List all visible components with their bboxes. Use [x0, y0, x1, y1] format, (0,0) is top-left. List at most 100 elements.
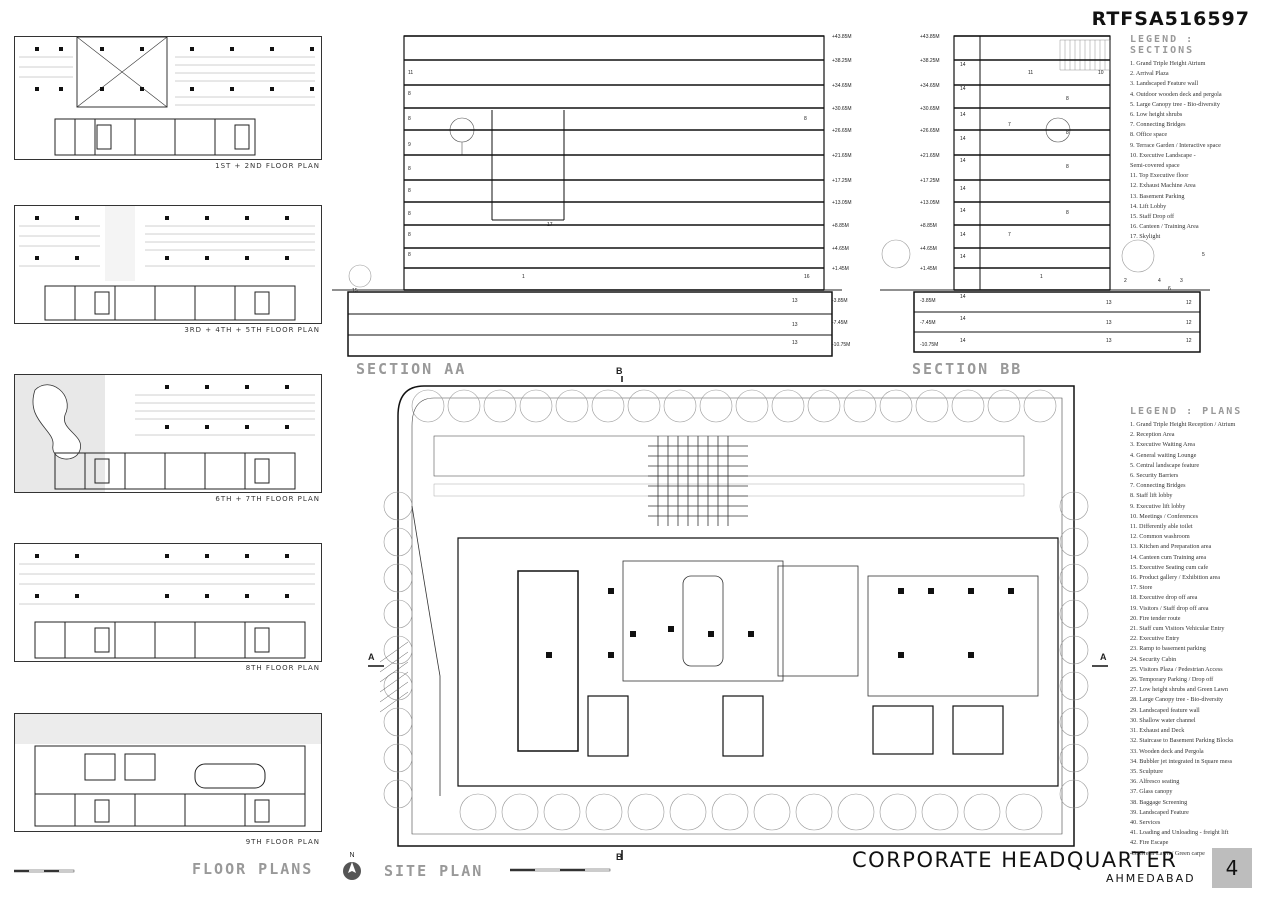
north-icon	[343, 862, 361, 880]
site-tree	[735, 389, 769, 423]
site-tree	[795, 793, 833, 831]
sheet-number: 4	[1212, 848, 1252, 888]
cut-b-top: B	[616, 366, 623, 376]
north-letter: N	[349, 852, 355, 859]
section-aa-level: +21.65M	[832, 153, 852, 159]
site-tree	[1059, 599, 1089, 629]
legend-sections-item: 1. Grand Triple Height Atrium	[1130, 60, 1206, 67]
legend-plans-item: 13. Kitchen and Preparation area	[1130, 543, 1212, 551]
legend-plans-item: 5. Central landscape feature	[1130, 461, 1200, 469]
legend-sections-item: 5. Large Canopy tree - Bio-diversity	[1130, 100, 1220, 108]
site-tree	[1059, 779, 1089, 809]
legend-plans-item: 34. Bubbler jet integrated in Square mes…	[1130, 757, 1233, 765]
section-bb-tag: 7	[1008, 122, 1011, 128]
section-bb-tag: 14	[960, 208, 966, 214]
floor-plan-9	[14, 713, 322, 832]
site-tree	[1059, 563, 1089, 593]
section-bb-tag: 4	[1158, 278, 1161, 284]
section-aa-tag: 13	[792, 322, 798, 328]
section-aa-tag: 8	[408, 252, 411, 258]
section-aa-tag: 15	[352, 288, 358, 294]
section-bb-tag: 12	[1186, 320, 1192, 326]
legend-plans-item: 27. Low height shrubs and Green Lawn	[1130, 686, 1229, 694]
section-aa-level: +43.85M	[832, 34, 852, 40]
section-aa-tag: 8	[408, 211, 411, 217]
floor-plans-label: FLOOR PLANS	[192, 860, 314, 878]
section-bb-tag: 12	[1186, 300, 1192, 306]
site-column	[968, 652, 974, 658]
section-bb-tag: 14	[960, 254, 966, 260]
legend-plans-item: 6. Security Barriers	[1130, 472, 1179, 480]
site-tree	[1059, 527, 1089, 557]
legend-plans-item: 4. General waiting Lounge	[1130, 451, 1197, 459]
site-tree	[753, 793, 791, 831]
legend-plans-item: 16. Product gallery / Exhibition area	[1130, 574, 1221, 582]
legend-plans-item: 1. Grand Triple Height Reception / Atriu…	[1130, 421, 1236, 428]
section-bb-level: +13.05M	[920, 200, 940, 206]
cut-a-left: A	[368, 652, 375, 662]
legend-sections-item: 4. Outdoor wooden deck and pergola	[1130, 90, 1222, 98]
section-aa-level: +34.65M	[832, 83, 852, 89]
section-bb-level: +21.65M	[920, 153, 940, 159]
legend-sections-item: 6. Low height shrubs	[1130, 111, 1183, 119]
section-bb-tag: 13	[1106, 338, 1112, 344]
legend-plans-item: 43. Green Lawn / Green carpe	[1130, 849, 1205, 857]
section-bb-tag: 13	[1106, 320, 1112, 326]
legend-sections-item: 9. Terrace Garden / Interactive space	[1130, 141, 1221, 149]
site-tree	[963, 793, 1001, 831]
site-tree	[879, 389, 913, 423]
site-tree	[1059, 635, 1089, 665]
section-bb-tag: 11	[1028, 70, 1033, 76]
legend-plans-item: 35. Sculpture	[1130, 767, 1163, 775]
site-tree	[663, 389, 697, 423]
site-column	[898, 588, 904, 594]
section-bb-tag: 14	[960, 158, 966, 164]
legend-plans-item: 10. Meetings / Conferences	[1130, 512, 1199, 520]
site-column	[928, 588, 934, 594]
site-tree	[383, 743, 413, 773]
project-location: AHMEDABAD	[1106, 872, 1196, 885]
section-bb-level: -3.85M	[920, 298, 936, 304]
site-tree	[921, 793, 959, 831]
site-tree	[411, 389, 445, 423]
legend-plans-item: 28. Large Canopy tree - Bio-diversity	[1130, 696, 1224, 704]
legend-plans-item: 20. Fire tender route	[1130, 614, 1181, 622]
section-aa-tag: 1	[522, 274, 525, 280]
legend-plans-list: 1. Grand Triple Height Reception / Atriu…	[1130, 420, 1265, 859]
section-bb-tag: 3	[1180, 278, 1183, 284]
section-bb-level: +4.65M	[920, 246, 937, 252]
legend-sections-item: 10. Executive Landscape -	[1130, 151, 1196, 159]
legend-plans-item: 18. Executive drop off area	[1130, 594, 1198, 602]
site-column	[608, 588, 614, 594]
section-bb-tag: 13	[1106, 300, 1112, 306]
section-bb-level: +26.65M	[920, 128, 940, 134]
legend-sections-item: 14. Lift Lobby	[1130, 202, 1167, 210]
site-tree	[1059, 671, 1089, 701]
site-tree	[1023, 389, 1057, 423]
section-aa-level: +26.65M	[832, 128, 852, 134]
section-bb-level: +8.85M	[920, 223, 937, 229]
section-bb-tag: 8	[1066, 164, 1069, 170]
site-tree	[807, 389, 841, 423]
cut-b-bottom: B	[616, 852, 623, 862]
legend-plans-item: 15. Executive Seating cum cafe	[1130, 563, 1209, 571]
legend-sections-item: Semi-covered space	[1130, 162, 1180, 170]
legend-plans-item: 17. Store	[1130, 584, 1153, 592]
site-tree	[543, 793, 581, 831]
site-tree	[383, 563, 413, 593]
site-tree	[1059, 707, 1089, 737]
site-tree	[699, 389, 733, 423]
legend-sections-item: 15. Staff Drop off	[1130, 213, 1175, 221]
section-aa-tag: 13	[792, 298, 798, 304]
legend-sections-item: 8. Office space	[1130, 131, 1168, 139]
site-tree	[711, 793, 749, 831]
legend-plans-item: 39. Landscaped Feature	[1130, 808, 1189, 816]
site-tree	[555, 389, 589, 423]
section-aa-level: +17.25M	[832, 178, 852, 184]
floor-plan-9-drawing	[15, 714, 321, 827]
legend-plans-item: 23. Ramp to basement parking	[1130, 645, 1206, 653]
section-bb-tag: 7	[1008, 232, 1011, 238]
legend-plans-item: 3. Executive Waiting Area	[1130, 441, 1196, 449]
section-aa-tag: 13	[792, 340, 798, 346]
section-bb-tag: 10	[1098, 70, 1104, 76]
